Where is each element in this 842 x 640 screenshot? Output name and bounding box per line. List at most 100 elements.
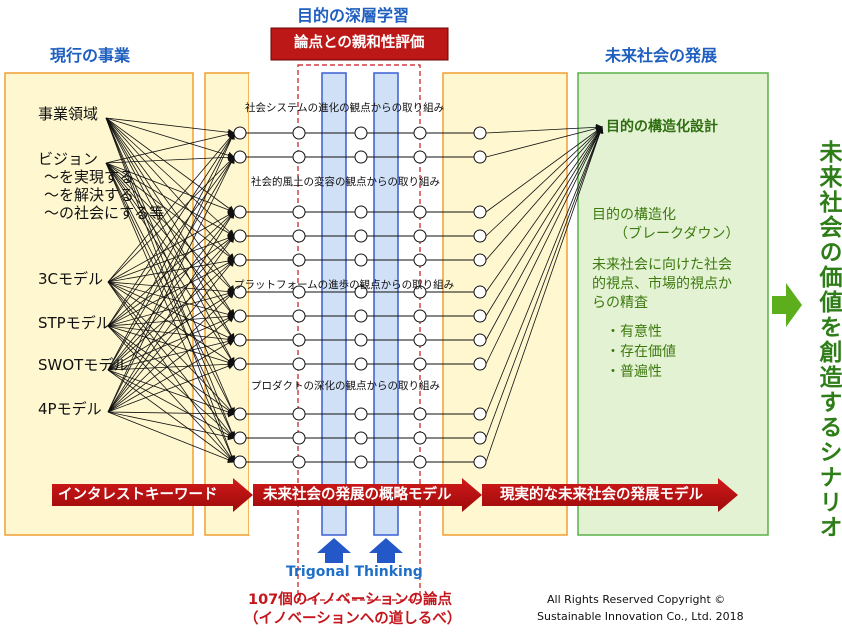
connector-source-2-row-1 bbox=[107, 156, 235, 283]
connector-source-2-row-3 bbox=[107, 234, 235, 283]
scenario-vertical-text: 未来社会の価値を創造するシナリオ bbox=[815, 140, 841, 540]
arrow-label-outline-model: 未来社会の発展の概略モデル bbox=[263, 487, 452, 503]
future-development-panel bbox=[577, 72, 769, 536]
connector-source-0-row-1 bbox=[105, 117, 235, 159]
row-label-product: プロダクトの深化の観点からの取り組み bbox=[251, 380, 440, 392]
connector-row-7-target bbox=[485, 126, 603, 341]
node-r2-c1 bbox=[292, 205, 306, 219]
connector-source-0-row-2 bbox=[105, 117, 235, 213]
connector-source-3-row-4 bbox=[107, 259, 235, 327]
node-r11-c1 bbox=[292, 455, 306, 469]
node-r6-c4 bbox=[473, 309, 487, 323]
node-r3-c2 bbox=[354, 229, 368, 243]
node-r1-c1 bbox=[292, 150, 306, 164]
outline-model-arrow bbox=[253, 478, 482, 512]
connector-source-3-row-3 bbox=[107, 235, 235, 327]
connector-source-1-row-5 bbox=[105, 162, 235, 293]
source-3c: 3Cモデル bbox=[38, 270, 104, 288]
node-r0-c0 bbox=[233, 126, 247, 140]
connector-source-3-row-2 bbox=[107, 211, 235, 327]
node-r9-c1 bbox=[292, 407, 306, 421]
connector-source-4-row-1 bbox=[107, 156, 235, 371]
node-r8-c1 bbox=[292, 357, 306, 371]
connector-row-1-target bbox=[485, 125, 603, 158]
connector-source-5-row-7 bbox=[107, 339, 235, 413]
node-r11-c4 bbox=[473, 455, 487, 469]
node-r4-c1 bbox=[292, 253, 306, 267]
node-r7-c2 bbox=[354, 333, 368, 347]
connector-source-2-row-5 bbox=[107, 281, 235, 296]
connector-row-6-target bbox=[485, 126, 603, 317]
connector-source-5-row-4 bbox=[107, 259, 235, 413]
node-r5-c3 bbox=[413, 285, 427, 299]
connector-source-3-row-6 bbox=[107, 312, 235, 327]
node-r8-c4 bbox=[473, 357, 487, 371]
realistic-model-arrow bbox=[482, 478, 738, 512]
node-r7-c4 bbox=[473, 333, 487, 347]
row-label-platform: プラットフォームの進歩の観点からの取り組み bbox=[234, 279, 455, 291]
connector-source-3-row-0 bbox=[107, 132, 235, 327]
node-r0-c3 bbox=[413, 126, 427, 140]
green-line-5: らの精査 bbox=[592, 295, 648, 311]
connector-source-5-row-9 bbox=[107, 410, 235, 418]
connector-source-1-row-2 bbox=[105, 162, 235, 214]
node-r4-c4 bbox=[473, 253, 487, 267]
node-r2-c3 bbox=[413, 205, 427, 219]
connector-row-0-target bbox=[485, 123, 603, 134]
connector-row-8-target bbox=[485, 126, 603, 365]
connector-source-5-row-6 bbox=[107, 315, 235, 413]
node-r10-c1 bbox=[292, 431, 306, 445]
copyright-line-2: Sustainable Innovation Co., Ltd. 2018 bbox=[537, 610, 744, 623]
connector-source-4-row-9 bbox=[107, 369, 235, 416]
connector-source-2-row-11 bbox=[107, 281, 235, 463]
node-r11-c3 bbox=[413, 455, 427, 469]
node-r8-c2 bbox=[354, 357, 368, 371]
footer-signpost: （イノベーションへの道しるべ） bbox=[244, 611, 462, 627]
affinity-eval-boundary bbox=[297, 64, 421, 601]
node-r3-c3 bbox=[413, 229, 427, 243]
connector-source-2-row-9 bbox=[107, 281, 235, 415]
connector-source-5-row-5 bbox=[107, 291, 235, 413]
connector-source-3-row-1 bbox=[107, 156, 235, 327]
scenario-arrow bbox=[772, 283, 802, 327]
connector-source-5-row-8 bbox=[107, 362, 235, 413]
node-r8-c3 bbox=[413, 357, 427, 371]
connector-source-1-row-0 bbox=[105, 130, 235, 164]
affinity-eval-box bbox=[270, 27, 449, 61]
connector-source-3-row-7 bbox=[107, 325, 235, 343]
node-r7-c0 bbox=[233, 333, 247, 347]
trigonal-up-arrow-1 bbox=[317, 538, 351, 563]
node-r10-c4 bbox=[473, 431, 487, 445]
node-r6-c2 bbox=[354, 309, 368, 323]
node-r7-c1 bbox=[292, 333, 306, 347]
node-r9-c0 bbox=[233, 407, 247, 421]
connector-source-0-row-3 bbox=[105, 117, 235, 237]
arrow-label-realistic-model: 現実的な未来社会の発展モデル bbox=[500, 487, 703, 503]
node-r10-c2 bbox=[354, 431, 368, 445]
node-r1-c2 bbox=[354, 150, 368, 164]
connector-source-0-row-4 bbox=[105, 117, 235, 261]
copyright-line-1: All Rights Reserved Copyright © bbox=[547, 593, 726, 606]
future-development-title: 未来社会の発展 bbox=[605, 46, 718, 65]
node-r0-c1 bbox=[292, 126, 306, 140]
connector-row-10-target bbox=[485, 126, 604, 439]
green-bullet-significance: ・有意性 bbox=[606, 324, 662, 340]
node-r5-c1 bbox=[292, 285, 306, 299]
connector-source-5-row-11 bbox=[107, 411, 235, 464]
connector-source-2-row-7 bbox=[107, 281, 235, 341]
green-line-3: 未来社会に向けた社会 bbox=[592, 257, 732, 273]
connector-source-2-row-2 bbox=[107, 211, 235, 283]
connector-source-4-row-0 bbox=[107, 132, 235, 371]
node-r9-c2 bbox=[354, 407, 368, 421]
green-line-4: 的視点、市場的視点か bbox=[592, 276, 732, 292]
connector-source-4-row-3 bbox=[107, 235, 235, 371]
connector-row-3-target bbox=[485, 126, 603, 237]
connector-source-3-row-8 bbox=[107, 325, 235, 366]
connector-row-11-target bbox=[485, 126, 604, 463]
node-r3-c4 bbox=[473, 229, 487, 243]
connector-source-3-row-5 bbox=[107, 290, 235, 327]
row-label-social-climate: 社会的風土の変容の観点からの取り組み bbox=[251, 176, 440, 188]
trigonal-bar-1 bbox=[321, 72, 347, 536]
connector-source-2-row-8 bbox=[107, 281, 235, 365]
connector-source-3-row-9 bbox=[107, 325, 235, 415]
